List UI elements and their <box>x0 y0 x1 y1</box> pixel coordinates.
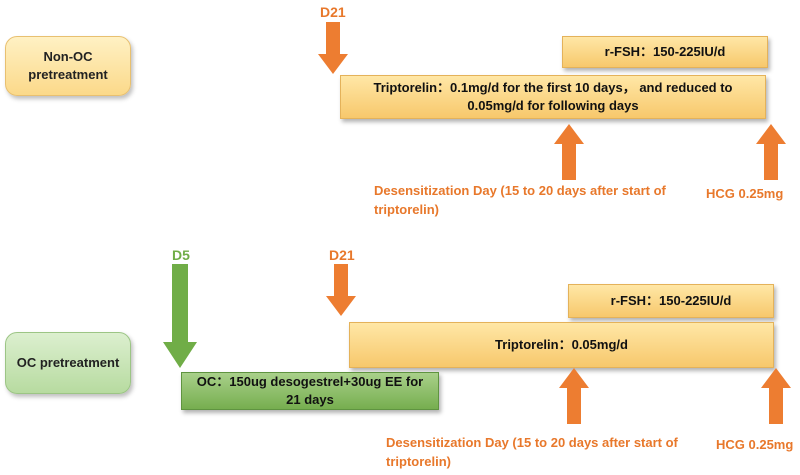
oc-pretreatment-label: OC pretreatment <box>5 332 131 394</box>
top-d21-down-arrow <box>318 22 348 74</box>
bottom-hcg-note: HCG 0.25mg <box>716 437 794 452</box>
bottom-oc-text: OC：150ug desogestrel+30ug EE for 21 days <box>196 373 424 407</box>
oc-pretreatment-text: OC pretreatment <box>16 355 120 371</box>
bottom-triptorelin-bar: Triptorelin：0.05mg/d <box>349 322 774 368</box>
top-triptorelin-text: Triptorelin：0.1mg/d for the first 10 day… <box>373 79 733 113</box>
bottom-d21-label: D21 <box>329 247 355 263</box>
bottom-d5-down-arrow <box>163 264 197 368</box>
top-hcg-up-arrow <box>756 124 786 180</box>
top-desensitization-note: Desensitization Day (15 to 20 days after… <box>374 183 666 217</box>
non-oc-pretreatment-text: Non-OC pretreatment <box>28 49 108 82</box>
bottom-desensitization-note: Desensitization Day (15 to 20 days after… <box>386 435 678 469</box>
top-desensitization-up-arrow <box>554 124 584 180</box>
top-d21-label: D21 <box>320 4 346 20</box>
bottom-oc-bar: OC：150ug desogestrel+30ug EE for 21 days <box>181 372 439 410</box>
non-oc-pretreatment-label: Non-OC pretreatment <box>5 36 131 96</box>
top-hcg-note: HCG 0.25mg <box>706 186 784 201</box>
bottom-hcg-up-arrow <box>761 368 791 424</box>
bottom-rfsh-text: r-FSH：150-225IU/d <box>610 292 732 308</box>
top-triptorelin-bar: Triptorelin：0.1mg/d for the first 10 day… <box>340 75 766 119</box>
bottom-d21-down-arrow <box>326 264 356 316</box>
top-rfsh-text: r-FSH：150-225IU/d <box>604 43 726 59</box>
bottom-rfsh-bar: r-FSH：150-225IU/d <box>568 284 774 318</box>
bottom-d5-label: D5 <box>172 247 190 263</box>
bottom-triptorelin-text: Triptorelin：0.05mg/d <box>495 336 628 352</box>
top-rfsh-bar: r-FSH：150-225IU/d <box>562 36 768 68</box>
bottom-desensitization-up-arrow <box>559 368 589 424</box>
